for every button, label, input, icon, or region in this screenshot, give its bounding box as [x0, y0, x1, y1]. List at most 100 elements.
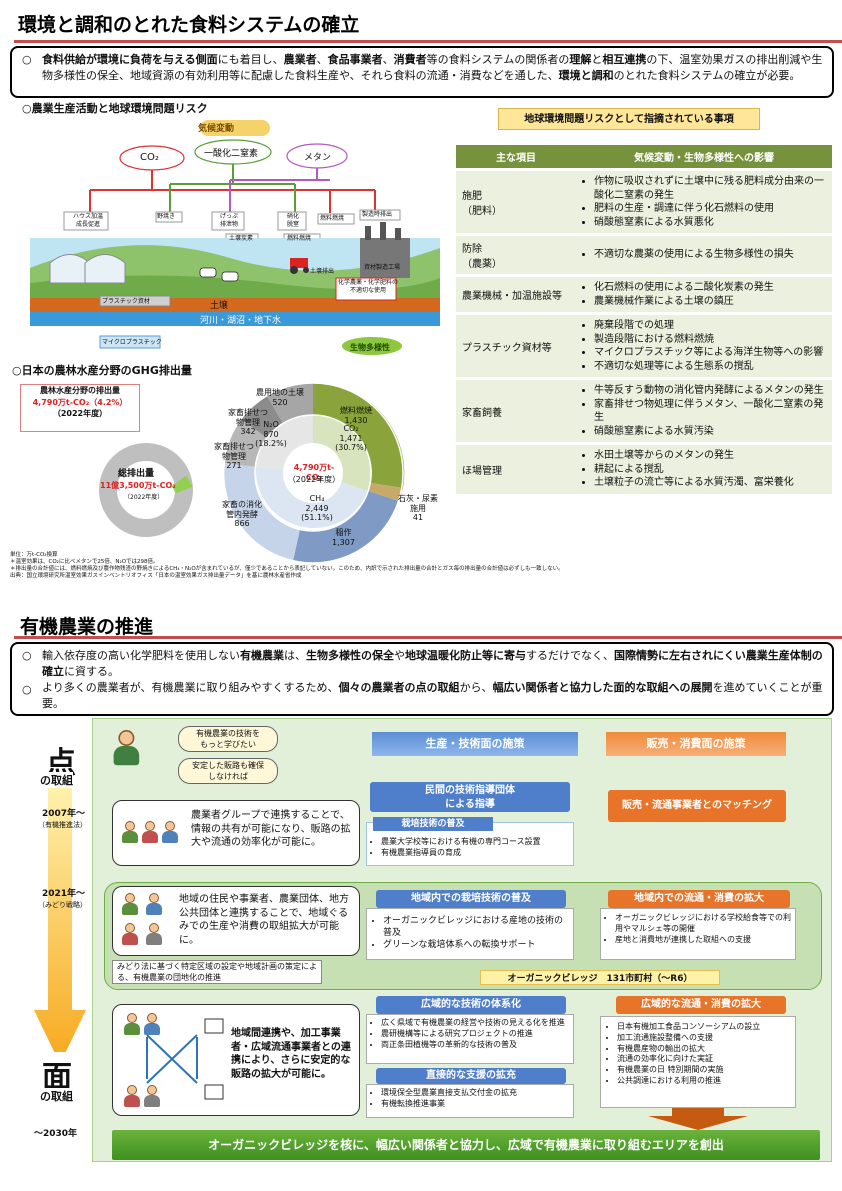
sales3-list: 日本有機加工食品コンソーシアムの設立 加工流通施設整備への支援 有機農産物の輸出… — [617, 1022, 793, 1087]
water-label: 河川・湖沼・地下水 — [200, 316, 282, 326]
list-item: 家畜排せつ物処理に伴うメタン、一酸化二窒素の発生 — [594, 398, 826, 425]
list-item: 不適切な処理等による生態系の撹乱 — [594, 360, 826, 374]
microplastic-label: マイクロプラスチック — [102, 339, 162, 346]
slice-rice — [293, 491, 399, 564]
stage3-text: 地域間連携や、加工事業者・広域流通事業者との連携により、さらに安定的な販路の拡大… — [231, 1028, 351, 1080]
organic-village-label: オーガニックビレッジ 131市町村（～R6） — [480, 970, 720, 985]
prod4-list: 環境保全型農業直接支払交付金の拡充 有機転換推進事業 — [381, 1088, 571, 1110]
intro2-text-2: より多くの農業者が、有機農業に取り組みやすくするため、個々の農業者の点の取組から… — [42, 680, 823, 710]
prod1-box: 栽培技術の普及 農業大学校等における有機の専門コース設置 有機農業指導員の育成 — [366, 817, 574, 866]
ghg-subtitle: ○日本の農林水産分野のGHG排出量 — [12, 364, 192, 377]
list-item: 農業機械作業による土壌の鎮圧 — [594, 295, 826, 309]
center-year: （2022年度） — [287, 475, 341, 484]
agri-share-slice — [171, 475, 193, 494]
sales2-header: 地域内での流通・消費の拡大 — [608, 890, 790, 908]
ghg-summary-box: 農林水産分野の排出量 4,790万t-CO₂（4.2%） （2022年度） — [20, 384, 140, 432]
prod-header: 生産・技術面の施策 — [372, 732, 578, 756]
donut-hole — [283, 443, 343, 503]
risk-effects: 牛等反すう動物の消化管内発酵によるメタンの発生家畜排せつ物処理に伴うメタン、一酸… — [576, 380, 832, 442]
sales-header: 販売・消費面の施策 — [606, 732, 786, 756]
risk-effects: 作物に吸収されずに土壌中に残る肥料成分由来の一酸化二窒素の発生肥料の生産・調達に… — [576, 171, 832, 233]
prod3-list: 広く県域で有機農業の経営や技術の見える化を推進 農研機構等による研究プロジェクト… — [381, 1018, 571, 1050]
col-effect: 気候変動・生物多様性への影響 — [576, 145, 832, 168]
sales3-header: 広域的な流通・消費の拡大 — [616, 996, 786, 1014]
source-greenhouse: ハウス加温 成長促進 — [72, 213, 103, 228]
farmer-bubble-2: 安定した販路も確保 しなければ — [178, 758, 278, 784]
source-manufacture: 製造時排出 — [362, 211, 393, 218]
section2-rule — [14, 636, 842, 639]
sales2-list: オーガニックビレッジにおける学校給食等での利用やマルシェ等の開催 産地と消費地が… — [615, 913, 793, 945]
mid-soil-carbon: 土壌炭素 — [229, 235, 254, 242]
table-row: 農業機械・加温施設等化石燃料の使用による二酸化炭素の発生農業機械作業による土壌の… — [456, 277, 832, 312]
year-2030: ～2030年 — [34, 1129, 78, 1139]
list-item: 不適切な農薬の使用による生物多様性の損失 — [594, 248, 826, 262]
source-fuel: 燃料燃焼 — [320, 215, 345, 222]
risk-item: 防除 （農薬） — [456, 236, 576, 274]
slice-fuel — [313, 382, 405, 488]
section2-intro: ○ 輸入依存度の高い化学肥料を使用しない有機農業は、生物多様性の保全や地球温暖化… — [10, 642, 834, 716]
table-row: プラスチック資材等廃棄段階での処理製造段階における燃料燃焼マイクロプラスチック等… — [456, 315, 832, 377]
factory-building — [360, 238, 410, 278]
ch4-label: メタン — [304, 153, 332, 163]
tractor — [290, 258, 308, 268]
prod3-header: 広域的な技術の体系化 — [376, 996, 566, 1014]
total-value: 11億3,500万t-CO₂ — [100, 481, 176, 490]
person-icon — [143, 1085, 161, 1107]
agri-environment-diagram — [30, 120, 440, 355]
risk-effects: 水田土壌等からのメタンの発生耕起による撹乱土壌粒子の流亡等による水質汚濁、富栄養… — [576, 445, 832, 494]
prod3-box: 広く県域で有機農業の経営や技術の見える化を推進 農研機構等による研究プロジェクト… — [366, 1014, 574, 1064]
intro2-text-1: 輸入依存度の高い化学肥料を使用しない有機農業は、生物多様性の保全や地球温暖化防止… — [42, 649, 823, 678]
slice-manure-ch4 — [225, 419, 267, 467]
stage1-box: 農業者グループで連携することで、情報の共有が可能になり、販路の拡大や流通の効率化… — [112, 800, 360, 866]
sales3-box: 日本有機加工食品コンソーシアムの設立 加工流通施設整備への支援 有機農産物の輸出… — [600, 1016, 796, 1108]
sales2-box: オーガニックビレッジにおける学校給食等での利用やマルシェ等の開催 産地と消費地が… — [600, 908, 796, 960]
ghg-box-year: （2022年度） — [52, 409, 108, 419]
stage2-box: 地域の住民や事業者、農業団体、地方公共団体と連携することで、地域ぐるみでの生産や… — [112, 886, 360, 956]
risk-item: 農業機械・加温施設等 — [456, 277, 576, 312]
ghg-breakdown-donut — [222, 382, 405, 564]
list-item: 廃棄段階での処理 — [594, 319, 826, 333]
co2-inner-label: CO₂ 1,471 (30.7%) — [335, 424, 367, 453]
co2-label: CO₂ — [140, 152, 159, 163]
prod2-box: オーガニックビレッジにおける産地の技術の普及 グリーンな栽培体系への転換サポート — [366, 908, 574, 960]
source-nitrification: 硝化 脱窒 — [286, 213, 299, 228]
table-row: ほ場管理水田土壌等からのメタンの発生耕起による撹乱土壌粒子の流亡等による水質汚濁… — [456, 445, 832, 494]
person-icon — [161, 821, 179, 843]
person-icon — [145, 923, 163, 945]
water-band — [30, 312, 440, 326]
diagram-subtitle: ○農業生産活動と地球環境問題リスク — [22, 102, 208, 115]
total-emission-donut — [99, 443, 193, 537]
person-icon — [145, 893, 163, 915]
prod1-list: 農業大学校等における有機の専門コース設置 有機農業指導員の育成 — [381, 837, 571, 859]
ghg-box-value: 4,790万t-CO₂（4.2%） — [32, 397, 128, 407]
person-icon — [141, 821, 159, 843]
list-item: 硝酸態窒素による水質悪化 — [594, 216, 826, 230]
table-row: 施肥 （肥料）作物に吸収されずに土壌中に残る肥料成分由来の一酸化二窒素の発生肥料… — [456, 171, 832, 233]
plastic-label: プラスチック資材 — [102, 298, 150, 305]
ghg-box-title: 農林水産分野の排出量 — [40, 386, 120, 395]
person-icon — [123, 1085, 141, 1107]
person-icon — [121, 821, 139, 843]
prod4-header: 直接的な支援の拡充 — [376, 1068, 566, 1084]
prod2-list: オーガニックビレッジにおける産地の技術の普及 グリーンな栽培体系への転換サポート — [383, 915, 571, 951]
ghg-notes: 単位：万t-CO₂換算 ＊温室効果は、CO₂に比べメタンで25倍、N₂Oでは29… — [10, 552, 564, 580]
climate-pill — [200, 120, 270, 136]
risk-item: ほ場管理 — [456, 445, 576, 494]
ch4-arrows — [229, 168, 330, 213]
year-2021: 2021年～ — [42, 889, 86, 899]
intro2-bullet-2: ○ — [22, 683, 32, 696]
mid-fuel: 燃料燃焼 — [287, 235, 312, 242]
stage2-text: 地域の住民や事業者、農業団体、地方公共団体と連携することで、地域ぐるみでの生産や… — [179, 894, 349, 946]
section1-rule — [14, 40, 842, 43]
point-small: の取組 — [40, 772, 73, 788]
person-icon — [123, 1013, 141, 1035]
list-item: 耕起による撹乱 — [594, 463, 826, 477]
source-burning: 野焼き — [157, 213, 176, 220]
law-2021: （みどり戦略） — [38, 901, 87, 909]
plane-small: の取組 — [40, 1088, 73, 1104]
risk-item: 家畜飼養 — [456, 380, 576, 442]
ch4-inner-label: CH₄ 2,449 (51.1%) — [301, 494, 333, 523]
